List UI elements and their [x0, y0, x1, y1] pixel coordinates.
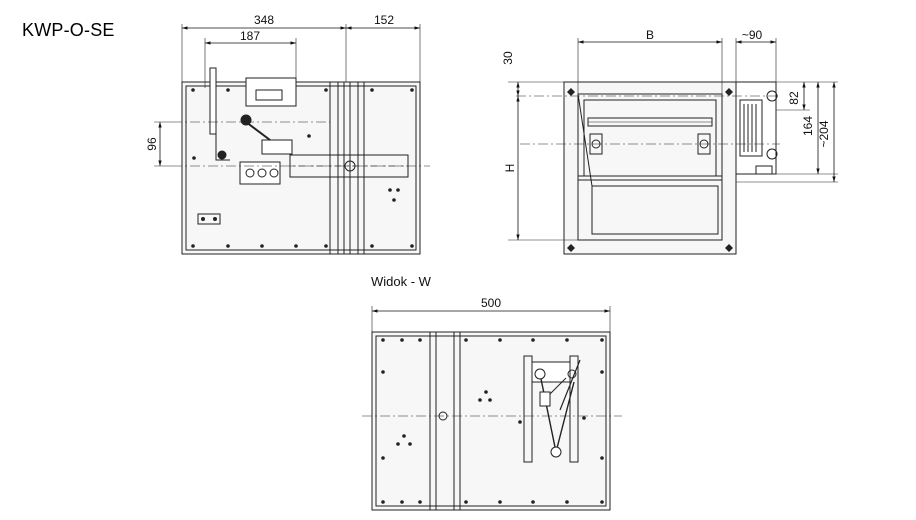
view-caption: Widok - W — [371, 274, 432, 289]
dim-500: 500 — [481, 296, 501, 310]
drawing-title: KWP-O-SE — [22, 20, 115, 40]
dim-H: H — [503, 164, 517, 173]
view-w — [362, 306, 622, 511]
dim-164: 164 — [801, 116, 815, 136]
dim-96: 96 — [145, 137, 159, 151]
dim-204: ~204 — [817, 120, 831, 147]
dim-187: 187 — [240, 29, 260, 43]
dim-B: B — [646, 28, 654, 42]
dim-82: 82 — [787, 91, 801, 105]
dim-348: 348 — [254, 13, 274, 27]
dim-152: 152 — [374, 13, 394, 27]
dim-30: 30 — [501, 51, 515, 65]
dim-90: ~90 — [742, 28, 763, 42]
front-view — [154, 24, 430, 255]
side-view — [508, 38, 838, 255]
front-view-dimensions — [158, 26, 420, 166]
side-view-dimensions — [516, 40, 836, 240]
